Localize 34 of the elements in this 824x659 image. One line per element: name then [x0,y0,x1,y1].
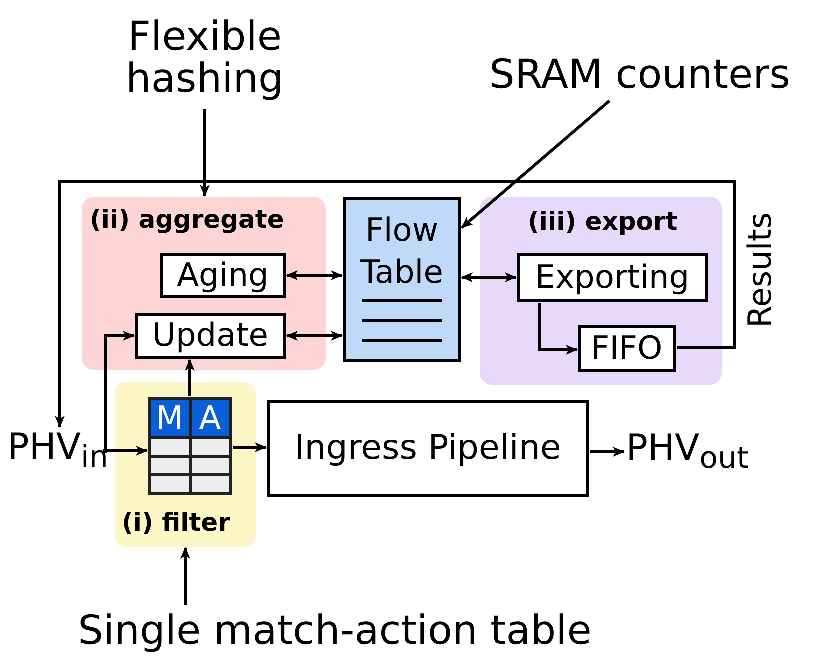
column-header: A [192,400,229,436]
group-title: (ii) aggregate [90,205,284,234]
process-box: Update [135,313,286,359]
process-box: FIFO [578,325,676,372]
arrow [200,109,210,197]
arrow [590,447,625,457]
group-title: (iii) export [528,207,678,236]
table-box [343,197,461,362]
column-header: M [151,400,188,436]
arrow [286,270,343,280]
arrow [286,331,343,341]
group-title: (i) filter [122,508,230,537]
arrow [180,547,190,605]
group-panel [82,197,326,370]
group-panel [480,197,722,385]
annotation-text: Single match-action table [60,606,610,656]
match-action-table [148,397,232,495]
arrow [55,180,736,428]
arrow [233,442,267,452]
arrow [461,100,611,230]
edge-label: Results [740,212,780,330]
process-box: Ingress Pipeline [267,400,589,497]
arrow [103,446,148,456]
annotation-text: PHV$_{out}$ [625,428,750,476]
arrow [103,331,135,454]
process-box: Exporting [517,253,708,302]
arrow [461,272,517,282]
group-panel [115,382,256,547]
annotation-text: Flexible hashing [100,8,310,108]
arrow [538,303,578,355]
process-box: Aging [160,253,286,298]
box-label: Flow Table [360,210,444,293]
annotation-text: SRAM counters [465,50,815,100]
arrow [185,359,195,396]
